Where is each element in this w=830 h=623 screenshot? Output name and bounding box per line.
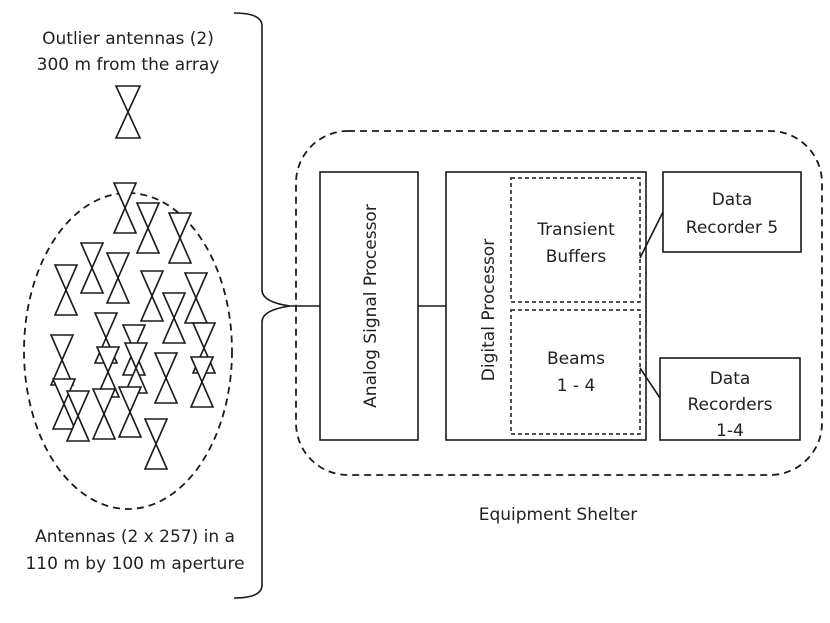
buffers-to-recorder5-connector [639,211,664,259]
beams-label-line1: Beams [547,349,605,369]
data-recorders-1-4-label-line1: Data [710,369,751,389]
antenna-field [49,182,217,470]
outlier-antenna-bottom [114,110,142,139]
array-antenna-icon [139,294,165,322]
array-antenna-icon [95,346,121,374]
analog-signal-processor-box [319,171,419,441]
array-antenna-icon [105,276,131,304]
antenna-array-boundary [23,192,233,510]
array-antenna-icon [189,380,215,408]
array-antenna-icon [183,272,209,300]
array-antenna-icon [189,356,215,384]
beams-label-line2: 1 - 4 [557,376,596,396]
array-antenna-icon [79,242,105,270]
data-recorders-1-4-label-line3: 1-4 [716,421,744,441]
equipment-shelter-boundary [295,130,823,476]
array-antenna-icon [191,322,217,350]
array-antenna-icon [167,236,193,264]
array-antenna-icon [121,324,147,352]
array-brace [233,12,291,599]
array-antenna-icon [167,212,193,240]
array-antenna-icon [49,334,75,362]
array-antenna-icon [123,342,149,370]
array-antenna-icon [117,386,143,414]
array-label-line1: Antennas (2 x 257) in a [35,527,235,547]
beams-to-recorders-connector [639,367,661,399]
array-antenna-icon [91,388,117,416]
array-antenna-icon [79,266,105,294]
array-antenna-icon [161,292,187,320]
array-antenna-icon [91,412,117,440]
beams-box [510,309,641,435]
analog-signal-processor-label: Analog Signal Processor [361,204,381,408]
equipment-shelter-label: Equipment Shelter [479,505,638,525]
array-antenna-icon [93,312,119,340]
outlier-label-line1: Outlier antennas (2) [42,29,214,49]
transient-buffers-box [510,177,641,303]
array-antenna-icon [112,182,138,210]
array-antenna-icon [65,414,91,442]
data-recorder-5-label-line2: Recorder 5 [686,218,778,238]
array-antenna-icon [161,316,187,344]
array-antenna-icon [153,376,179,404]
data-recorders-1-4-box [659,357,801,441]
array-antenna-icon [117,410,143,438]
transient-buffers-label-line2: Buffers [546,247,607,267]
data-recorder-5-box [662,171,802,253]
array-antenna-icon [143,418,169,446]
data-recorders-1-4-label-line2: Recorders [687,395,772,415]
digital-processor-box [445,171,647,441]
outlier-antenna-top [114,85,142,114]
array-antenna-icon [53,288,79,316]
array-antenna-icon [112,206,138,234]
transient-buffers-label-line1: Transient [536,220,615,240]
data-recorder-5-label-line1: Data [712,190,753,210]
digital-processor-label: Digital Processor [479,239,499,381]
array-antenna-icon [65,390,91,418]
array-antenna-icon [53,264,79,292]
array-antenna-icon [105,252,131,280]
array-antenna-icon [153,352,179,380]
array-antenna-icon [135,226,161,254]
outlier-label-line2: 300 m from the array [37,55,220,75]
array-antenna-icon [135,202,161,230]
array-label-line2: 110 m by 100 m aperture [25,554,244,574]
array-antenna-icon [51,402,77,430]
array-antenna-icon [139,270,165,298]
array-antenna-icon [143,442,169,470]
array-antenna-icon [183,296,209,324]
